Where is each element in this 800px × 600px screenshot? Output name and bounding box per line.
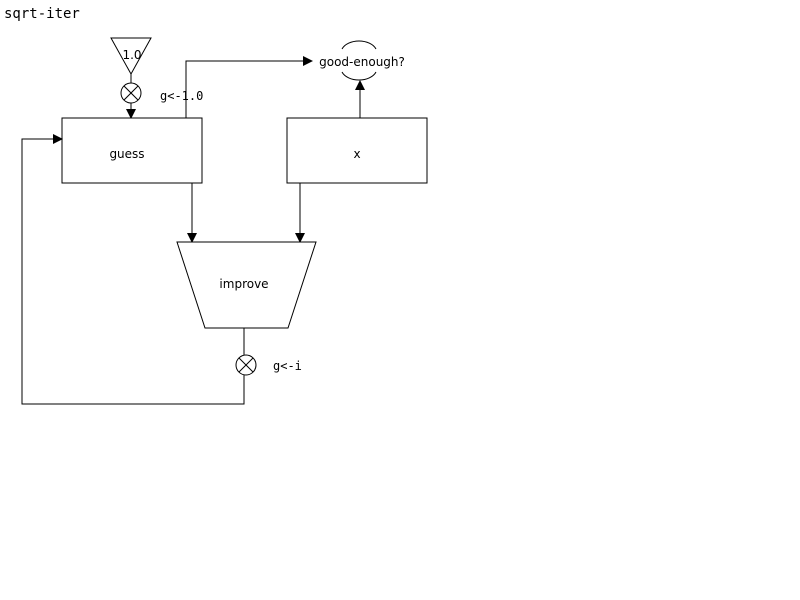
- arrow-guess-to-good-enough: [185, 56, 313, 118]
- good-enough-top-arc: [341, 40, 377, 50]
- improve-operation: improve: [176, 241, 317, 329]
- x-register: x: [286, 117, 428, 184]
- loop-assign-label: g<-i: [273, 359, 302, 373]
- loop-valve-icon: [235, 354, 257, 376]
- diagram-title: sqrt-iter: [4, 6, 80, 22]
- guess-box: [61, 117, 203, 184]
- good-enough-test: good-enough?: [319, 40, 405, 81]
- init-assign-label: g<-1.0: [160, 89, 203, 103]
- constant-source: 1.0: [110, 37, 152, 76]
- good-enough-bottom-arc: [341, 71, 377, 81]
- improve-label: improve: [219, 277, 268, 291]
- guess-label: guess: [109, 147, 144, 161]
- init-valve-icon: [120, 82, 142, 104]
- guess-register: guess: [61, 117, 203, 184]
- x-label: x: [353, 147, 360, 161]
- constant-label: 1.0: [122, 48, 141, 62]
- good-enough-label: good-enough?: [319, 55, 405, 69]
- constant-triangle: [110, 37, 152, 76]
- arrow-feedback-to-guess: [21, 134, 245, 405]
- improve-trapezoid: [176, 241, 317, 329]
- x-box: [286, 117, 428, 184]
